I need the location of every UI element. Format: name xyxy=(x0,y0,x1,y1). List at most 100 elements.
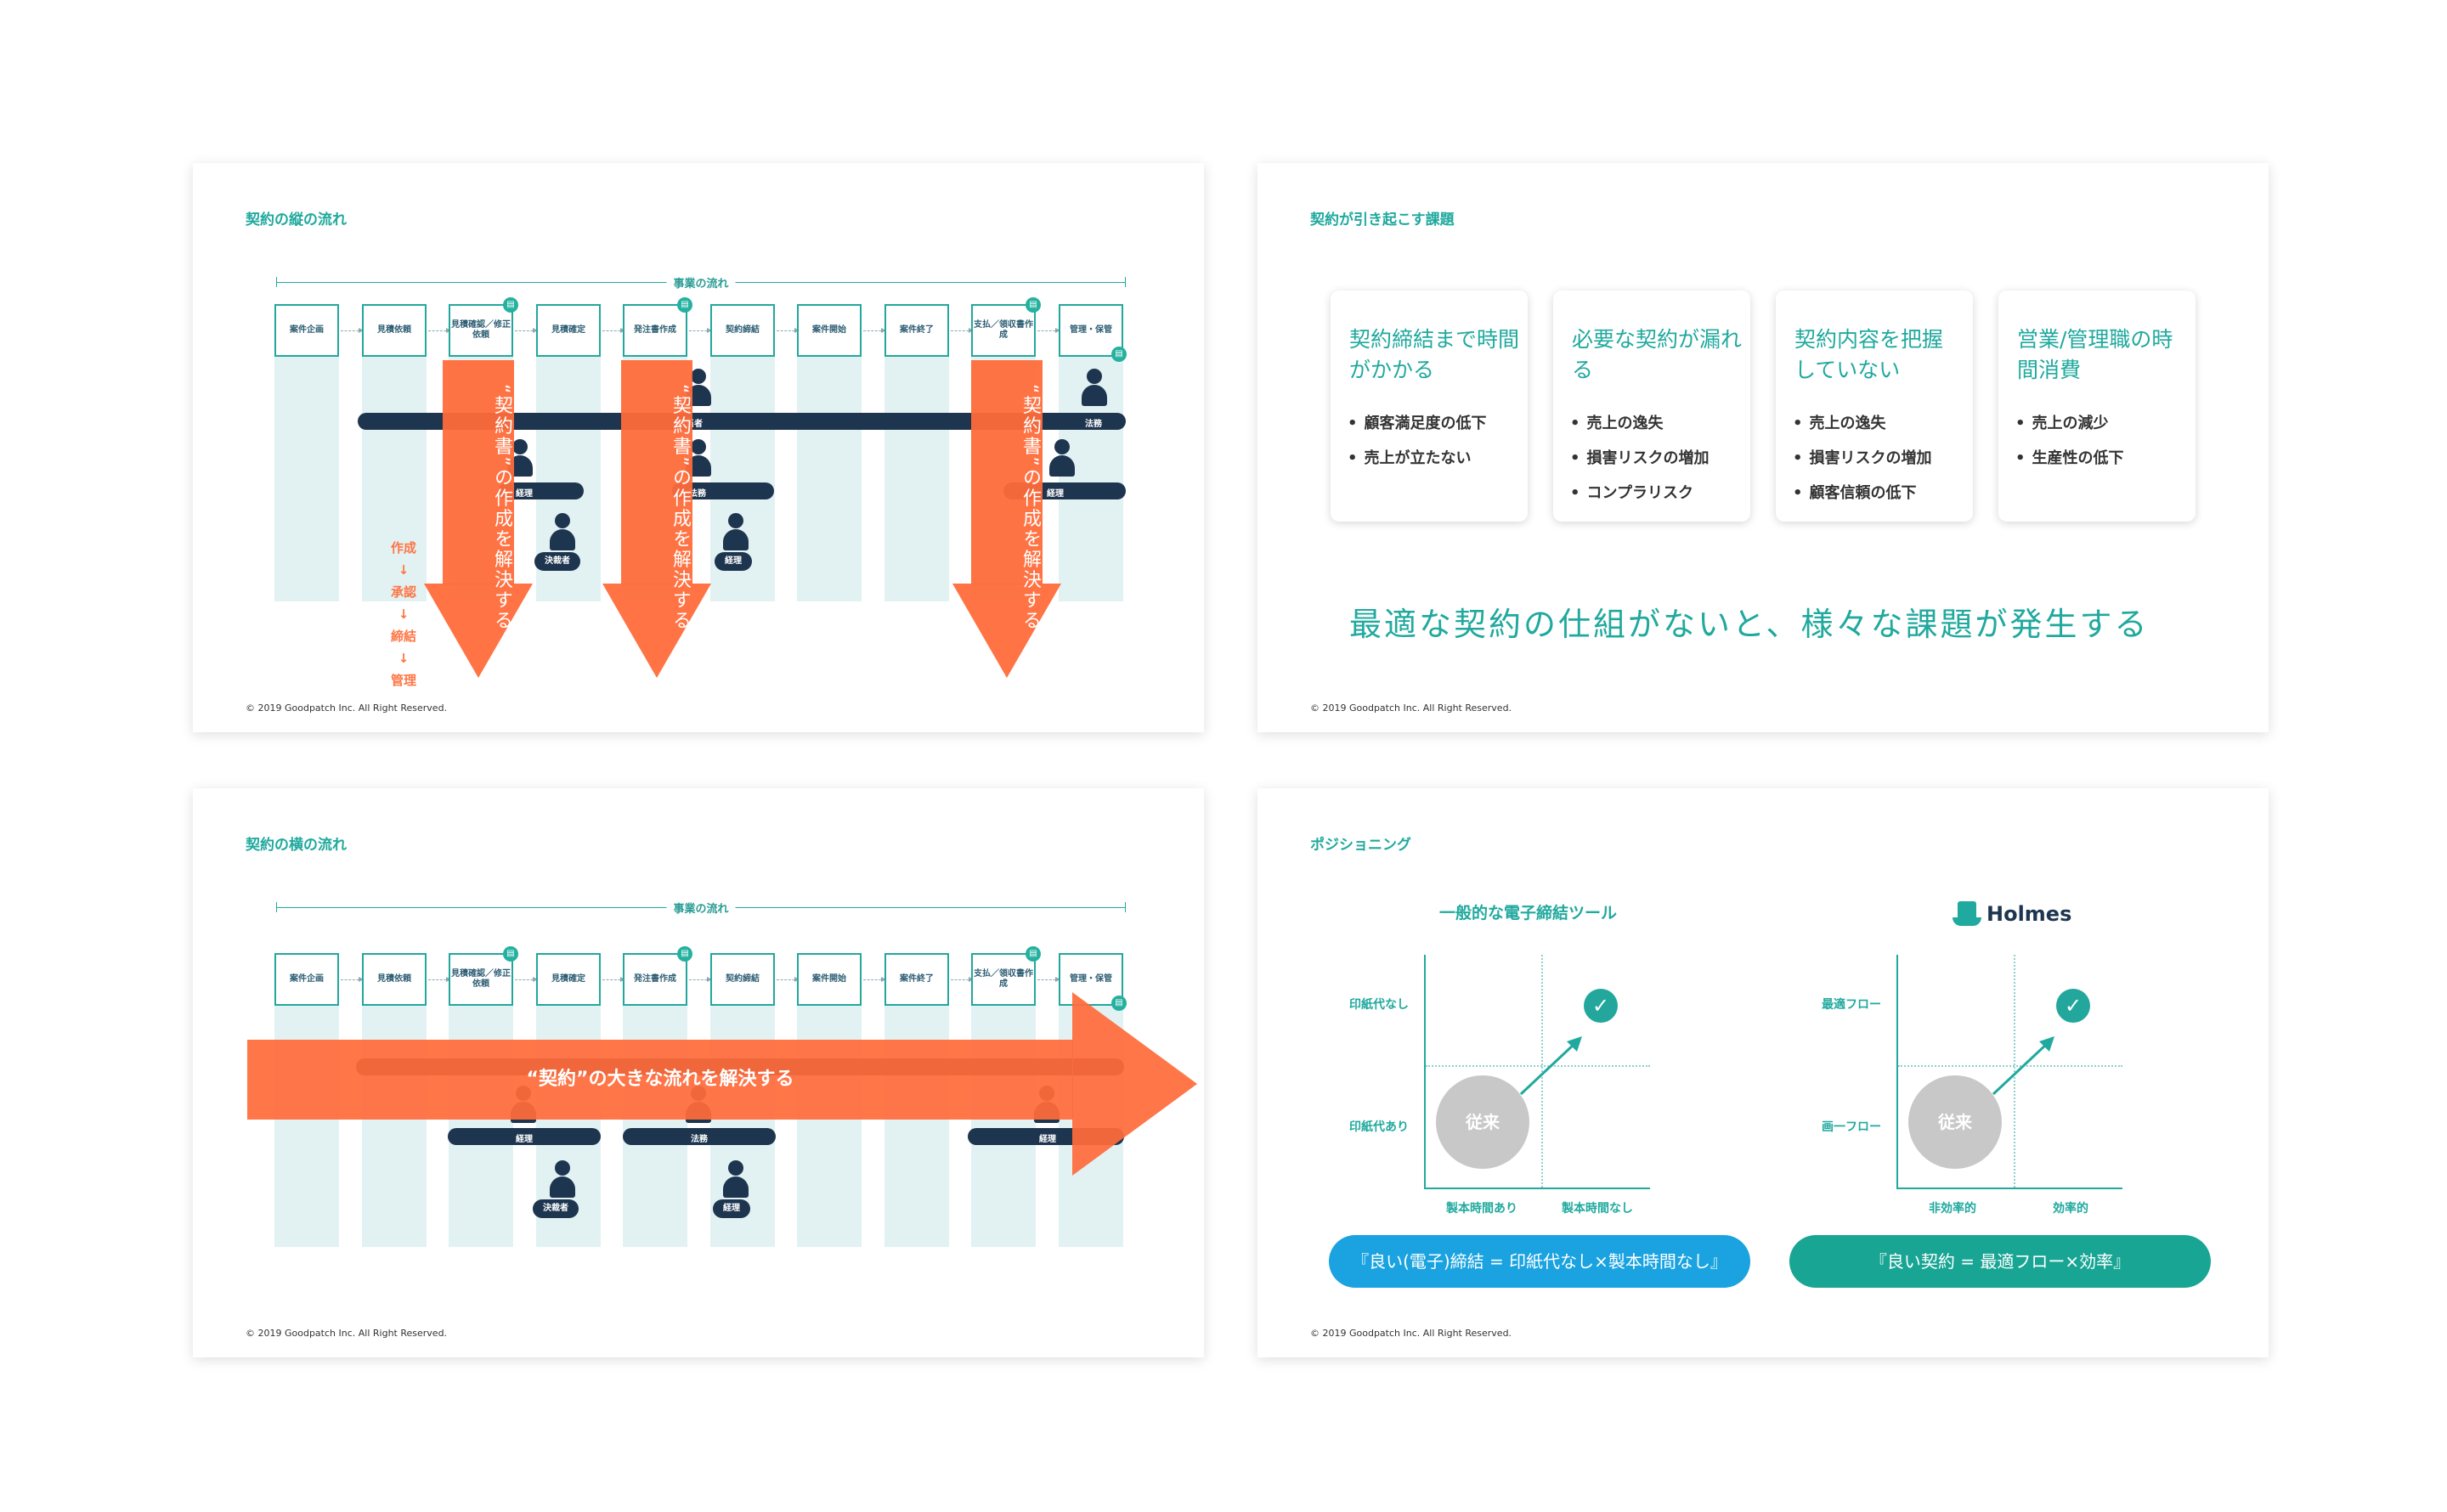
document-icon: ▤ xyxy=(503,297,518,313)
person-icon xyxy=(550,513,575,550)
issue-bullet: 売上の逸失 xyxy=(1793,411,1932,446)
check-icon: ✓ xyxy=(2056,989,2090,1023)
role-pill: 経理 xyxy=(715,552,752,571)
holmes-brand: Holmes xyxy=(1986,902,2072,926)
flow-step: 管理・保管 xyxy=(1059,304,1123,357)
issue-bullets: 顧客満足度の低下 売上が立たない xyxy=(1348,411,1487,481)
flow-column xyxy=(884,355,949,601)
matrix-divider xyxy=(1541,955,1543,1188)
person-icon xyxy=(723,513,749,550)
improvement-arrow xyxy=(1519,1036,1582,1096)
slide-vertical-flow: 契約の縦の流れ 事業の流れ © 2019 Goodpatch Inc. All … xyxy=(193,163,1204,732)
issue-bullet: 損害リスクの増加 xyxy=(1570,446,1710,481)
hat-icon xyxy=(1953,901,1981,927)
flow-step: 見積確定 xyxy=(536,304,601,357)
flow-column xyxy=(362,355,427,601)
x-label-right: 効率的 xyxy=(2053,1202,2088,1216)
solution-arrow: “契約書”の作成を解決する xyxy=(952,360,1061,678)
flow-step: 支払／領収書作成 xyxy=(971,953,1036,1006)
person-icon xyxy=(1049,439,1075,477)
x-label-right: 製本時間なし xyxy=(1562,1202,1633,1216)
slide-horizontal-flow: 契約の横の流れ 事業の流れ © 2019 Goodpatch Inc. All … xyxy=(193,788,1204,1357)
issue-bullet: 顧客満足度の低下 xyxy=(1348,411,1487,446)
document-icon: ▤ xyxy=(503,946,518,962)
document-icon: ▤ xyxy=(1111,347,1127,362)
role-pill: 決裁者 xyxy=(534,552,580,571)
issue-bullet: 売上が立たない xyxy=(1348,446,1487,481)
flow-header-label: 事業の流れ xyxy=(666,900,736,916)
flow-connector xyxy=(777,328,800,333)
flow-connector xyxy=(428,977,451,982)
flow-connector xyxy=(951,977,974,982)
x-label-left: 非効率的 xyxy=(1929,1202,1976,1216)
issue-bullet: 売上の逸失 xyxy=(1570,411,1710,446)
flow-header: 事業の流れ xyxy=(276,274,1126,291)
flow-connector xyxy=(428,328,451,333)
issue-title: 必要な契約が漏れる xyxy=(1572,327,1743,382)
flow-connector xyxy=(602,328,625,333)
issue-title: 営業/管理職の時間消費 xyxy=(2017,327,2173,382)
role-label: 経理 xyxy=(1047,489,1064,499)
flow-connector xyxy=(951,328,974,333)
document-icon: ▤ xyxy=(677,946,692,962)
flow-connector xyxy=(1037,977,1060,982)
flow-connector xyxy=(515,328,538,333)
current-position: 従来 xyxy=(1436,1075,1529,1169)
role-label: 法務 xyxy=(1085,420,1102,429)
process-arrow: ↓ xyxy=(398,606,410,622)
issue-title: 契約締結まで時間がかかる xyxy=(1349,327,1520,382)
process-steps: 作成 ↓ 承認 ↓ 締結 ↓ 管理 xyxy=(378,537,429,691)
solution-arrow-text: “契約書”の作成を解決する xyxy=(1020,383,1041,631)
flow-step: 契約締結 xyxy=(710,953,775,1006)
flow-connector xyxy=(777,977,800,982)
check-icon: ✓ xyxy=(1584,989,1618,1023)
role-label: 経理 xyxy=(516,1135,533,1144)
left-definition-pill: 『良い(電子)締結 = 印紙代なし×製本時間なし』 xyxy=(1329,1235,1750,1288)
flow-step: 案件終了 xyxy=(884,304,949,357)
role-label: 法務 xyxy=(691,1135,708,1144)
flow-step: 見積依頼 xyxy=(362,304,427,357)
slide-title: ポジショニング xyxy=(1310,837,1411,854)
role-pill: 経理 xyxy=(713,1199,750,1218)
flow-connector xyxy=(689,977,712,982)
flow-step: 案件終了 xyxy=(884,953,949,1006)
issue-bullet: コンプラリスク xyxy=(1570,481,1710,516)
matrix-divider xyxy=(1426,1065,1650,1067)
y-label-bottom: 印紙代あり xyxy=(1349,1120,1409,1134)
person-icon xyxy=(723,1160,749,1198)
x-label-left: 製本時間あり xyxy=(1446,1202,1517,1216)
flow-step: 案件開始 xyxy=(797,304,862,357)
flow-bar xyxy=(623,1128,776,1145)
footer-copyright: © 2019 Goodpatch Inc. All Right Reserved… xyxy=(1310,702,1512,714)
process-arrow: ↓ xyxy=(398,562,410,578)
issue-bullet: 損害リスクの増加 xyxy=(1793,446,1932,481)
matrix-y-axis xyxy=(1896,955,1898,1189)
issue-card: 必要な契約が漏れる 売上の逸失 損害リスクの増加 コンプラリスク xyxy=(1553,291,1750,522)
solution-arrow-text: “契約”の大きな流れを解決する xyxy=(526,1069,794,1090)
issue-bullet: 売上の減少 xyxy=(2015,411,2124,446)
flow-header: 事業の流れ xyxy=(276,900,1126,916)
flow-step: 見積確認／修正依頼 xyxy=(449,953,513,1006)
flow-connector xyxy=(515,977,538,982)
role-label: 経理 xyxy=(1039,1135,1056,1144)
person-icon xyxy=(1082,369,1107,406)
matrix-y-axis xyxy=(1424,955,1426,1189)
role-label: 経理 xyxy=(516,489,533,499)
slide-title: 契約が引き起こす課題 xyxy=(1310,212,1455,228)
document-icon: ▤ xyxy=(1026,946,1041,962)
solution-arrow: “契約書”の作成を解決する xyxy=(424,360,533,678)
process-step: 管理 xyxy=(390,673,416,688)
flow-step: 支払／領収書作成 xyxy=(971,304,1036,357)
flow-bar xyxy=(672,482,774,499)
matrix-title: 一般的な電子締結ツール xyxy=(1439,904,1618,922)
matrix-x-axis xyxy=(1896,1188,2122,1189)
solution-arrow: “契約”の大きな流れを解決する xyxy=(247,992,1197,1176)
role-label: 法務 xyxy=(689,489,706,499)
flow-connector xyxy=(1037,328,1060,333)
flow-connector xyxy=(341,328,364,333)
solution-arrow-text: “契約書”の作成を解決する xyxy=(670,383,691,631)
footer-copyright: © 2019 Goodpatch Inc. All Right Reserved… xyxy=(246,1328,448,1339)
footer-copyright: © 2019 Goodpatch Inc. All Right Reserved… xyxy=(1310,1328,1512,1339)
y-label-top: 最適フロー xyxy=(1822,998,1881,1012)
flow-bar xyxy=(499,482,584,499)
